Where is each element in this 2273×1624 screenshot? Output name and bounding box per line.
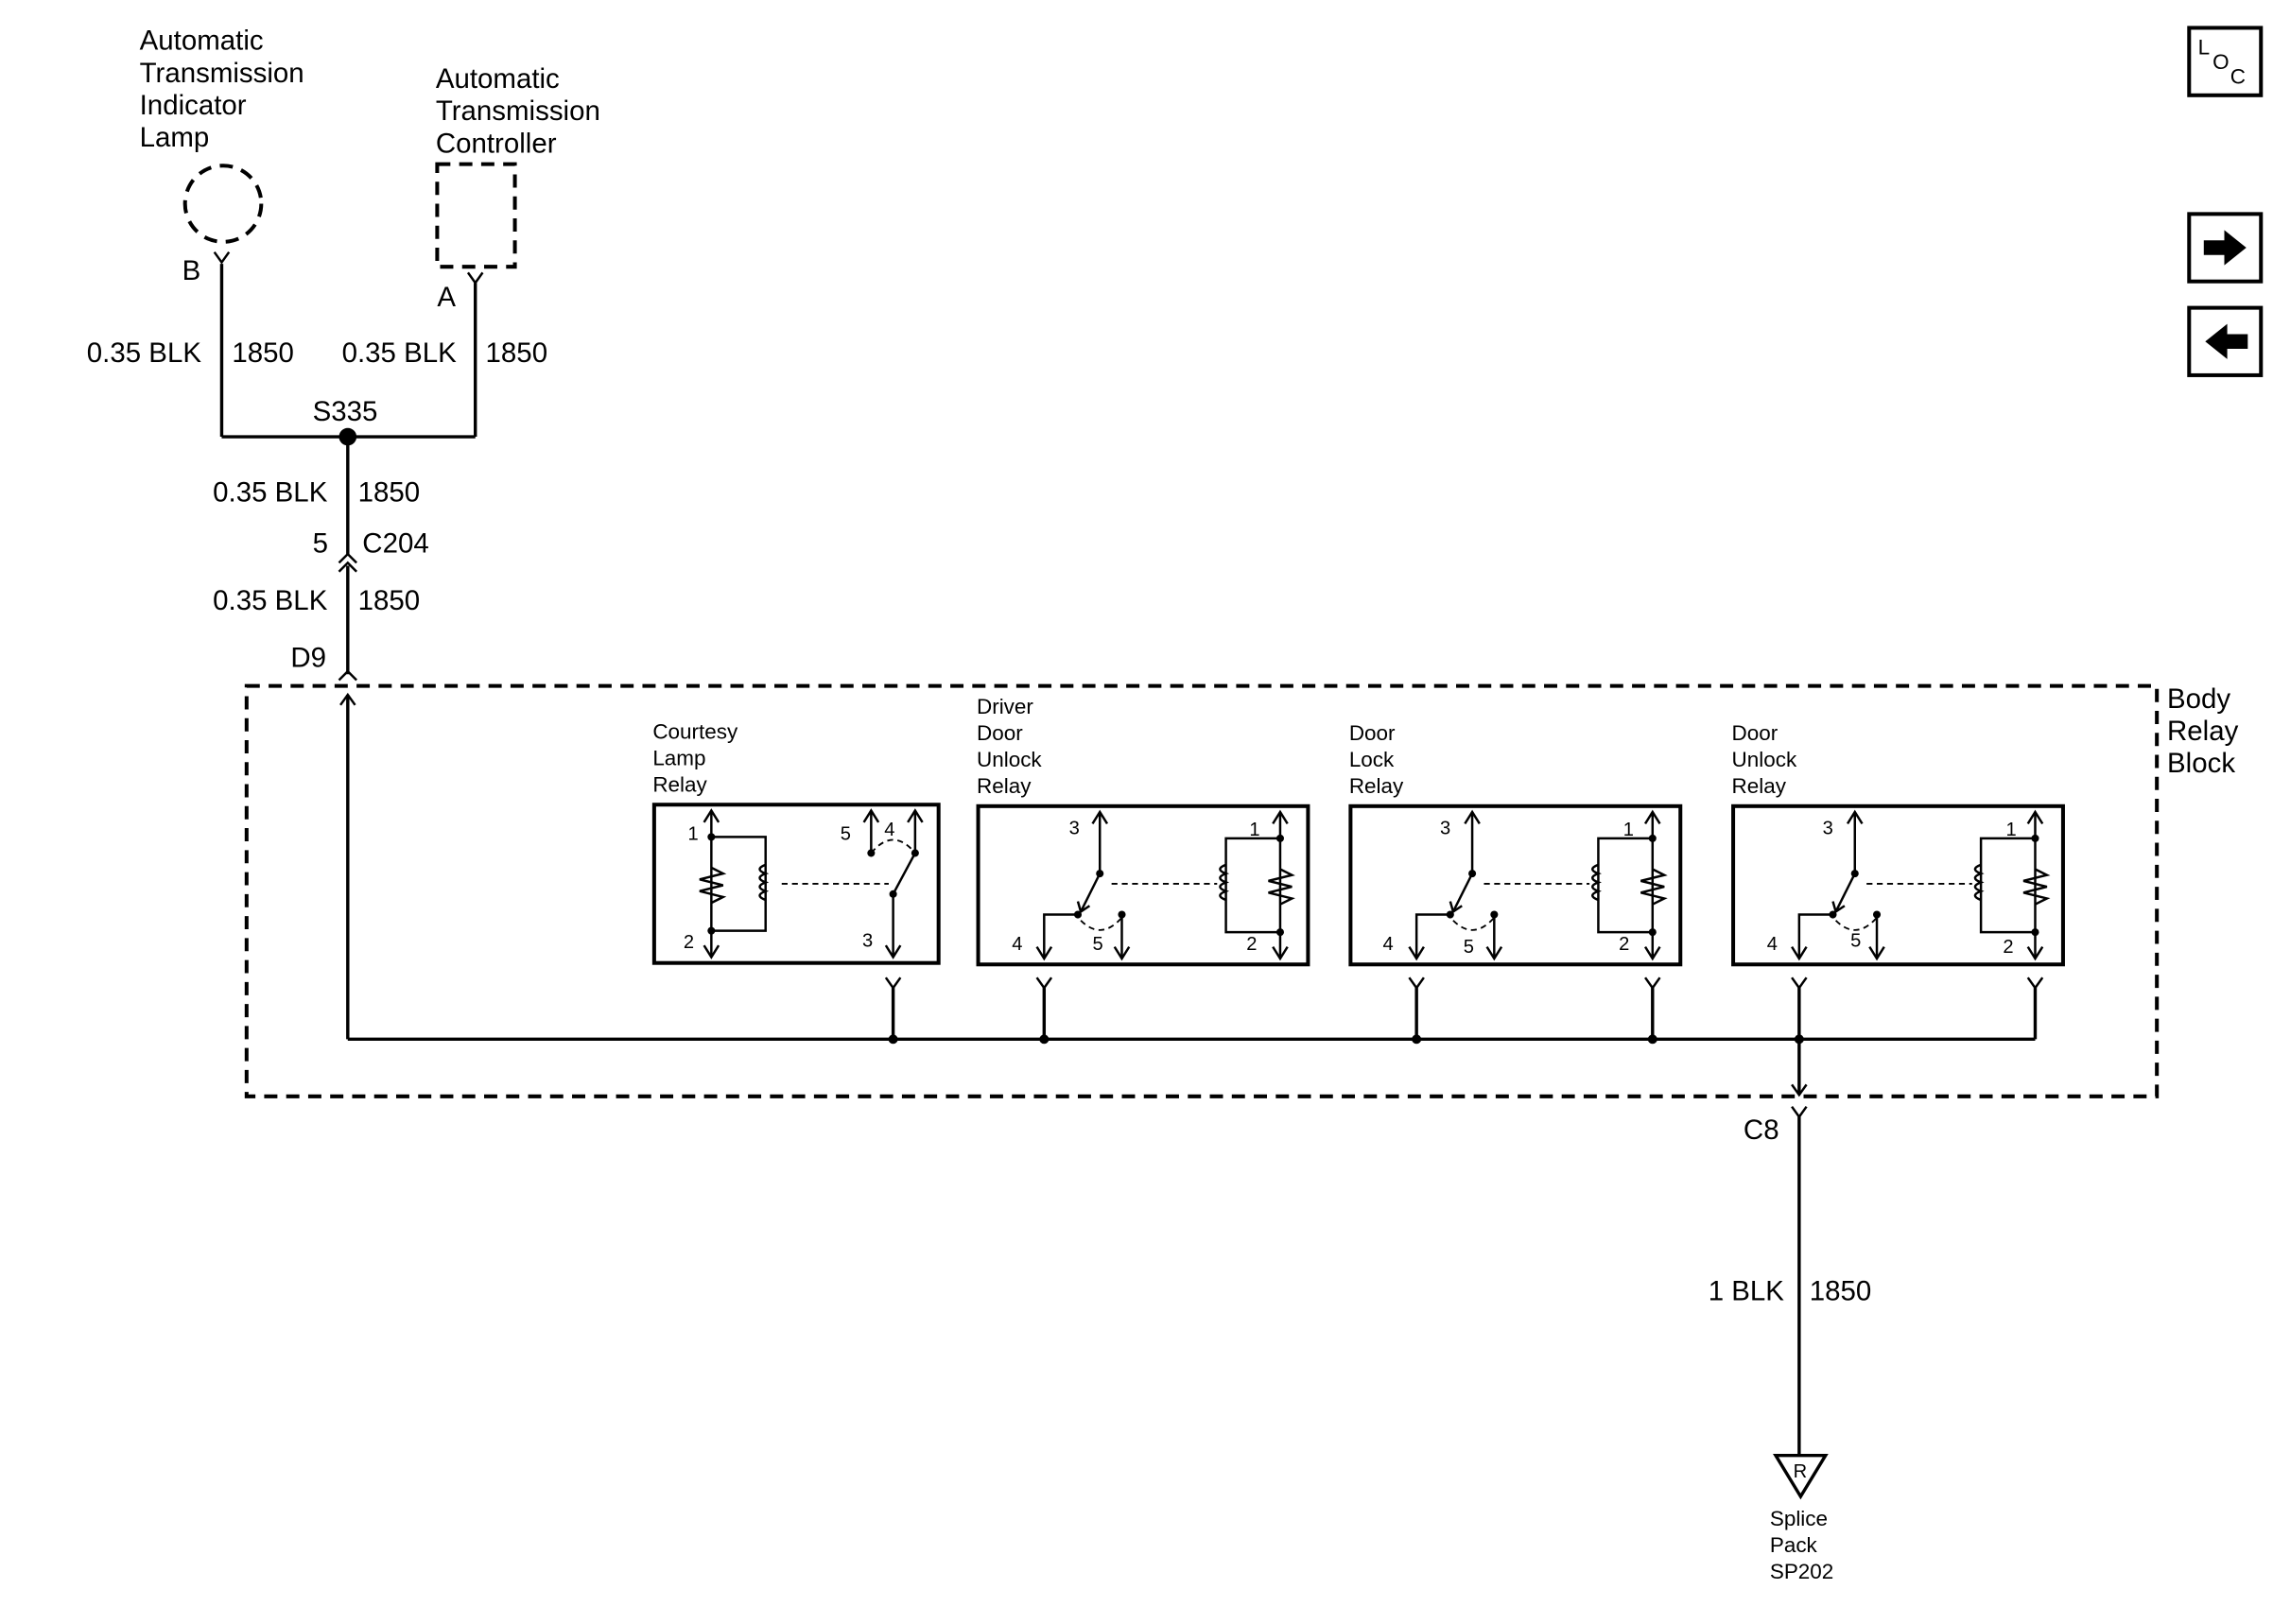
forward-button[interactable] [2187,212,2264,284]
connector-c8: C8 [1744,1105,1808,1146]
left-top-wire-gauge: 0.35 BLK [87,337,202,369]
left-arrow-icon [2205,323,2248,359]
driver-door-unlock-relay-label: Driver Door Unlock Relay [977,695,1048,798]
svg-text:3: 3 [1440,818,1450,838]
connector-c204: 5 C204 [313,528,429,573]
mid-lower-wire-circuit: 1850 [358,585,421,616]
svg-text:5: 5 [1850,931,1861,952]
svg-text:4: 4 [1767,934,1778,955]
ground-wire-circuit: 1850 [1810,1275,1872,1306]
splice-pack-label: Splice Pack SP202 [1770,1507,1833,1583]
mid-upper-wire-gauge: 0.35 BLK [213,476,328,508]
svg-text:1: 1 [1249,820,1259,840]
svg-text:2: 2 [1619,934,1629,955]
svg-text:3: 3 [1069,818,1080,838]
mid-upper-wire-circuit: 1850 [358,476,421,508]
transmission-controller: Automatic Transmission Controller A [435,63,608,313]
svg-text:5: 5 [1092,934,1102,955]
splice-s335-label: S335 [313,396,378,427]
left-top-wire-circuit: 1850 [232,337,294,369]
svg-text:O: O [2212,50,2229,74]
svg-text:5: 5 [841,823,851,844]
splice-pack-sp202: R Splice Pack SP202 [1770,1453,1833,1583]
mid-lower-wire-gauge: 0.35 BLK [213,585,328,616]
controller-label: Automatic Transmission Controller [436,63,608,159]
d9-label: D9 [290,642,326,673]
indicator-lamp: Automatic Transmission Indicator Lamp B [140,26,312,286]
splice-pack-symbol: R [1794,1461,1808,1482]
svg-text:1: 1 [1623,820,1634,840]
svg-text:C: C [2230,64,2246,88]
lamp-symbol [182,164,264,244]
svg-text:4: 4 [1382,934,1393,955]
lamp-pin-label: B [182,255,201,286]
svg-text:1: 1 [2005,820,2016,840]
controller-symbol [435,162,517,269]
svg-text:1: 1 [688,823,699,844]
back-button[interactable] [2187,305,2264,377]
right-arrow-icon [2203,230,2247,266]
ground-wire-gauge: 1 BLK [1709,1275,1785,1306]
svg-text:3: 3 [1823,818,1833,838]
door-unlock-relay: Door Unlock Relay 3 4 5 1 2 [1731,721,2065,1045]
right-top-wire-gauge: 0.35 BLK [342,337,458,369]
c204-pin-label: 5 [313,528,328,560]
svg-text:4: 4 [1012,934,1022,955]
location-button[interactable]: L O C [2187,26,2264,97]
svg-text:2: 2 [684,932,694,953]
courtesy-lamp-relay-label: Courtesy Lamp Relay [652,719,743,796]
body-relay-block [244,683,2160,1098]
svg-text:5: 5 [1464,937,1474,958]
body-relay-block-label: Body Relay Block [2167,683,2247,779]
courtesy-lamp-relay: Courtesy Lamp Relay 1 2 5 4 3 [651,719,941,1045]
svg-text:3: 3 [862,931,873,952]
indicator-lamp-label: Automatic Transmission Indicator Lamp [140,26,312,153]
driver-door-unlock-relay: Driver Door Unlock Relay 3 4 5 1 2 [976,695,1310,1045]
svg-text:2: 2 [2003,937,2013,958]
c8-label: C8 [1744,1114,1779,1146]
c204-label: C204 [362,528,428,560]
door-lock-relay: Door Lock Relay 3 4 5 1 2 [1348,721,1683,1045]
door-lock-relay-label: Door Lock Relay [1349,721,1404,798]
svg-text:4: 4 [884,820,894,840]
door-unlock-relay-label: Door Unlock Relay [1732,721,1803,798]
right-top-wire-circuit: 1850 [486,337,548,369]
connector-d9: D9 [290,642,357,682]
controller-pin-label: A [437,282,456,313]
svg-text:2: 2 [1246,934,1257,955]
svg-text:L: L [2198,35,2211,59]
